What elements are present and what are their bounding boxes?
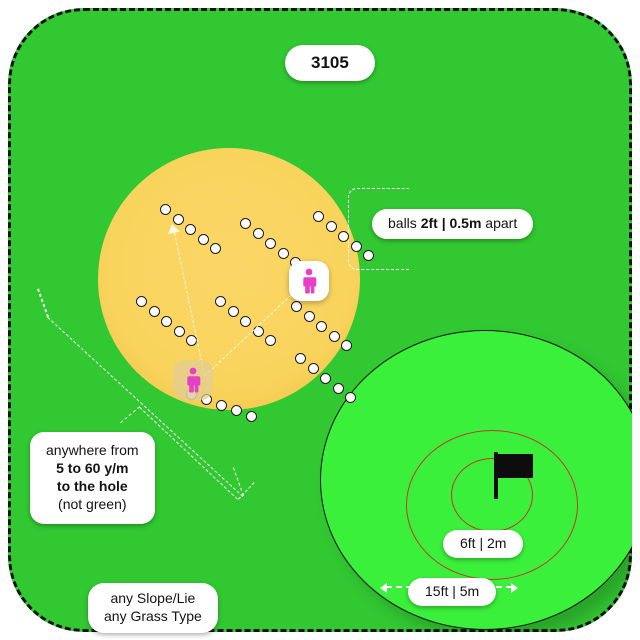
balls-callout-bracket: [348, 188, 409, 270]
golf-ball: [363, 250, 375, 262]
golf-ball: [345, 392, 357, 404]
golf-ball: [185, 223, 197, 235]
bracket-segment: [120, 406, 140, 423]
golf-ball: [252, 227, 264, 239]
golf-ball: [161, 315, 173, 327]
golf-ball: [295, 353, 306, 364]
golf-ball: [227, 305, 239, 317]
golf-ball: [325, 220, 337, 232]
golf-ball: [240, 315, 252, 327]
balls-spacing-label: balls 2ft | 0.5m apart: [372, 209, 534, 239]
golf-ball: [240, 218, 251, 229]
golf-ball: [316, 320, 328, 332]
golf-ball: [291, 301, 302, 312]
golf-ball: [136, 296, 147, 307]
golf-ball: [277, 247, 289, 259]
golf-ball: [216, 399, 228, 411]
golf-ball: [215, 296, 226, 307]
conditions-label: any Slope/Lie any Grass Type: [88, 583, 218, 633]
golf-flag-cloth-icon: [498, 454, 533, 478]
golf-ball: [341, 340, 353, 352]
course-canvas: [8, 8, 632, 632]
golf-ball: [148, 305, 160, 317]
golfer-current-position[interactable]: [289, 261, 329, 301]
golf-ball: [252, 325, 264, 337]
distance-line-4: (not green): [58, 495, 127, 512]
distance-to-hole-label: anywhere from 5 to 60 y/m to the hole (n…: [30, 432, 155, 524]
conditions-line-1: any Slope/Lie: [110, 590, 196, 606]
distance-line-1: anywhere from: [46, 442, 139, 458]
conditions-line-2: any Grass Type: [104, 607, 202, 624]
golf-ball: [173, 325, 185, 337]
outer-ring-label: 15ft | 5m: [408, 578, 497, 606]
golf-ball: [307, 362, 319, 374]
balls-spacing-prefix: balls: [388, 215, 417, 231]
golf-ball: [246, 410, 258, 422]
golf-ball: [332, 382, 344, 394]
golf-ball: [231, 405, 243, 417]
distance-line-3: to the hole: [56, 477, 128, 494]
golf-ball: [265, 335, 277, 347]
golf-ball: [303, 310, 315, 322]
outer-ring-15ft: [406, 430, 578, 580]
balls-spacing-value: 2ft | 0.5m: [420, 215, 482, 231]
golf-ball: [328, 330, 340, 342]
golf-ball: [160, 204, 171, 215]
golf-ball: [338, 230, 350, 242]
golf-ball: [313, 211, 324, 222]
golf-ball: [197, 233, 209, 245]
golf-flag-icon: [494, 452, 498, 499]
balls-spacing-suffix: apart: [485, 215, 518, 231]
golf-ball: [186, 335, 198, 347]
person-icon: [187, 367, 201, 393]
golf-ball: [265, 237, 277, 249]
page-title-badge: 3105: [285, 45, 375, 81]
golf-ball: [172, 213, 184, 225]
inner-ring-label: 6ft | 2m: [443, 530, 524, 558]
golfer-previous-position[interactable]: [173, 360, 213, 400]
golf-ball: [350, 240, 362, 252]
person-icon: [303, 268, 317, 294]
golf-ball: [320, 372, 332, 384]
balls-callout-stem: [8, 8, 34, 9]
golf-ball: [210, 243, 222, 255]
bracket-segment: [38, 288, 49, 317]
distance-line-2: 5 to 60 y/m: [56, 459, 129, 476]
